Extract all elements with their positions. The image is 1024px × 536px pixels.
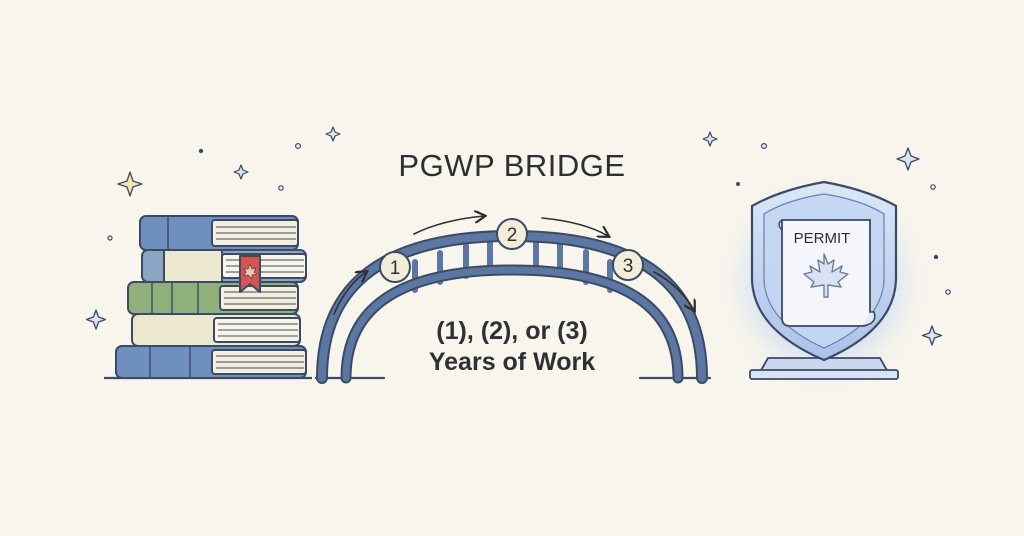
step-label: 3: [623, 256, 634, 277]
sparkle-star-icon: [85, 309, 107, 330]
sparkle-star-icon: [921, 325, 943, 346]
sparkle-star-icon: [233, 164, 249, 180]
maple-leaf-icon: [803, 253, 849, 298]
caption-line-2: Years of Work: [428, 348, 596, 376]
step-badge-2: 2: [496, 218, 528, 250]
sparkle-star-icon: [702, 131, 718, 147]
caption-line-1: (1), (2), or (3): [436, 317, 588, 345]
step-badge-3: 3: [612, 249, 644, 281]
step-badge-1: 1: [379, 251, 411, 283]
sparkle-star-icon: [896, 147, 920, 171]
book-stack-icon: [104, 215, 312, 380]
bridge-caption: (1), (2), or (3) Years of Work: [392, 316, 632, 378]
progress-arrows: [333, 216, 694, 315]
permit-label: PERMIT: [794, 230, 851, 247]
step-label: 1: [390, 258, 401, 279]
permit-shield-icon: PERMIT: [712, 164, 936, 400]
sparkle-star-icon: [117, 171, 143, 197]
decor-dots: [107, 143, 951, 295]
sparkle-star-icon: [325, 126, 341, 142]
diagram-title: PGWP BRIDGE: [398, 148, 626, 183]
step-label: 2: [507, 225, 518, 246]
